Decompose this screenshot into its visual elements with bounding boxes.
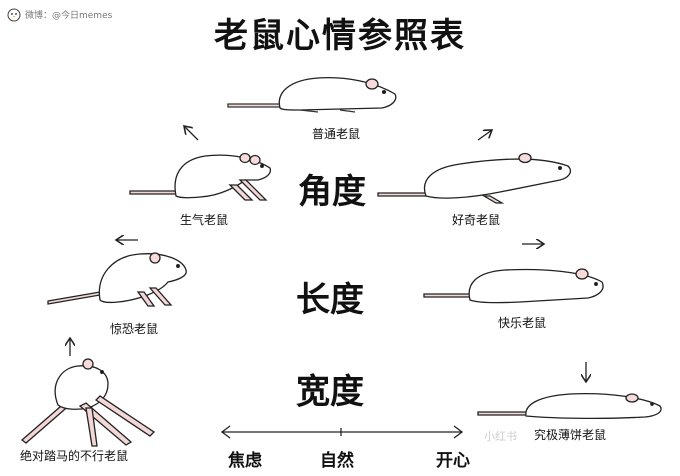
label-pancake: 究极薄饼老鼠 — [534, 428, 607, 442]
mouse-pancake — [477, 392, 662, 420]
watermark: 微博：@今日memes — [6, 6, 112, 22]
mouse-curious — [377, 152, 572, 204]
mouse-angry — [129, 152, 272, 201]
chick-logo-icon — [7, 8, 21, 22]
emotion-axis-line — [220, 425, 464, 439]
mouse-broken — [20, 358, 156, 447]
dimension-width: 宽度 — [296, 372, 364, 412]
watermark-text: 微博：@今日memes — [25, 10, 113, 21]
mouse-happy — [423, 268, 604, 304]
mouse-scared — [47, 252, 187, 307]
dimension-length: 长度 — [296, 280, 364, 320]
mouse-normal — [227, 76, 397, 113]
axis-label-natural: 自然 — [320, 451, 354, 471]
direction-arrows — [70, 126, 586, 382]
axis-label-anxious: 焦虑 — [228, 451, 262, 471]
label-angry: 生气老鼠 — [180, 213, 229, 227]
page-title: 老鼠心情参照表 — [214, 16, 466, 56]
label-curious: 好奇老鼠 — [452, 213, 501, 227]
label-normal: 普通老鼠 — [312, 127, 361, 141]
label-happy: 快乐老鼠 — [498, 316, 547, 330]
axis-label-happy: 开心 — [436, 451, 470, 471]
label-scared: 惊恐老鼠 — [110, 322, 159, 336]
label-broken: 绝对踏马的不行老鼠 — [20, 449, 129, 463]
bottom-watermark: 小红书 — [484, 430, 517, 443]
dimension-angle: 角度 — [298, 172, 366, 212]
